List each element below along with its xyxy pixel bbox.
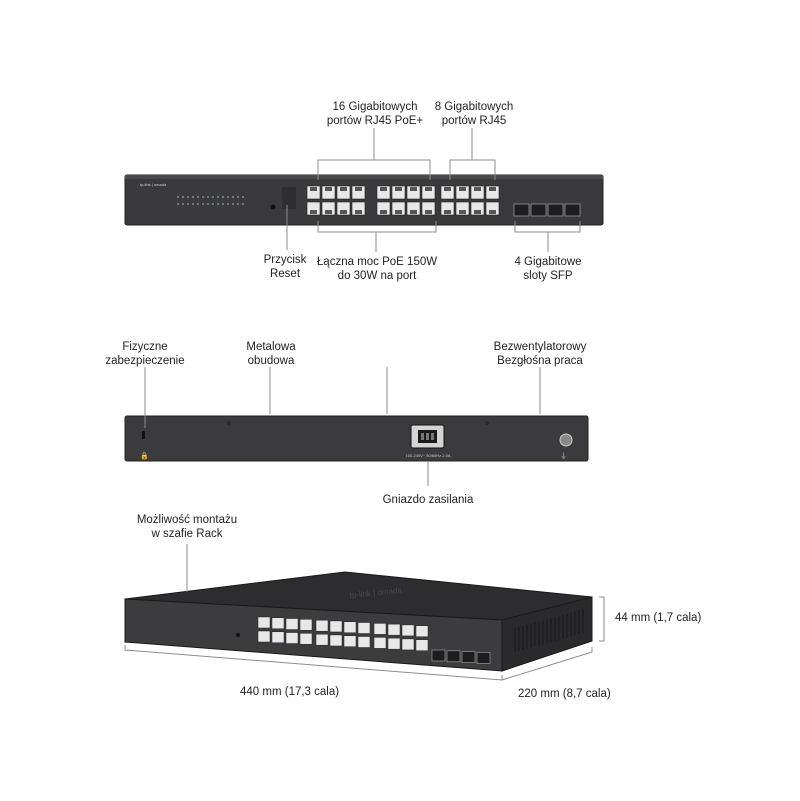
iso-port-block <box>257 616 429 651</box>
console-area <box>282 187 296 209</box>
led <box>187 203 189 205</box>
iso-rj45-port <box>285 632 299 644</box>
reset-button-hole <box>270 204 276 210</box>
iso-rj45-port <box>299 619 313 631</box>
side-vents <box>514 609 584 652</box>
iso-rj45-port <box>401 624 415 637</box>
iso-rj45-port <box>401 638 415 651</box>
ground-icon: ⏚ <box>560 452 567 460</box>
iso-dimension-lines <box>124 544 605 681</box>
iso-rj45-port <box>285 618 299 630</box>
iso-sfp-slot <box>446 650 461 663</box>
led <box>212 203 214 205</box>
label-sfp-slots: 4 Gigabitowe sloty SFP <box>514 256 582 282</box>
led <box>202 196 204 198</box>
iso-rj45-port <box>415 639 429 651</box>
iso-sfp-block <box>431 649 491 664</box>
iso-rj45-port <box>257 616 271 629</box>
switch-rear-view: 🔒 100-240V~ 50/60Hz 2.0A ⏚ <box>124 415 589 462</box>
iso-rj45-port <box>373 637 387 649</box>
label-metal-case: Metalowa obudowa <box>246 341 296 367</box>
led <box>217 203 219 205</box>
led <box>227 203 229 205</box>
iso-rj45-port <box>387 623 401 636</box>
iso-rj45-port <box>343 635 357 647</box>
power-rating-text: 100-240V~ 50/60Hz 2.0A <box>405 453 450 458</box>
led <box>217 196 219 198</box>
iso-rj45-port <box>329 620 343 633</box>
led <box>182 196 184 198</box>
dimension-width: 440 mm (17,3 cala) <box>240 686 340 698</box>
dimension-depth: 220 mm (8,7 cala) <box>518 688 611 700</box>
led <box>222 196 224 198</box>
screw <box>227 421 231 425</box>
iso-rj45-port <box>257 630 271 643</box>
led <box>242 203 244 205</box>
iso-rj45-port <box>329 634 343 647</box>
label-poe-ports: 16 Gigabitowych portów RJ45 PoE+ <box>326 101 424 127</box>
label-rack-mount: Możliwość montażu w szafie Rack <box>136 514 238 540</box>
screw <box>485 421 489 425</box>
iso-sfp-slot <box>461 651 476 663</box>
led <box>197 203 199 205</box>
sfp-slot <box>530 203 547 217</box>
iso-rj45-port <box>315 619 329 632</box>
switch-iso-view: tp-link | omada <box>124 571 593 672</box>
iso-rj45-port <box>315 633 329 646</box>
iso-rj45-port <box>271 617 285 630</box>
iso-rj45-port <box>271 631 285 644</box>
led <box>237 203 239 205</box>
label-fanless: Bezwentylatorowy Bezgłośna praca <box>493 341 587 367</box>
label-power-socket: Gniazdo zasilania <box>382 494 474 506</box>
front-leader-lines <box>286 128 581 252</box>
led <box>192 203 194 205</box>
led <box>232 203 234 205</box>
led <box>212 196 214 198</box>
sfp-slot <box>547 203 564 217</box>
iso-rj45-port <box>387 637 401 650</box>
switch-front-view: tp-link | omada <box>124 174 604 226</box>
ground-screw <box>559 433 573 447</box>
led <box>242 196 244 198</box>
sfp-slot-block <box>513 203 581 217</box>
rj45-port-block <box>306 185 500 216</box>
led <box>232 196 234 198</box>
iso-sfp-slot <box>431 649 446 662</box>
led <box>177 196 179 198</box>
iso-rj45-port <box>357 636 371 648</box>
led <box>207 196 209 198</box>
dimension-height: 44 mm (1,7 cala) <box>615 612 702 624</box>
led <box>187 196 189 198</box>
sfp-slot <box>564 203 581 217</box>
brand-logo: tp-link | omada <box>140 182 167 187</box>
led <box>207 203 209 205</box>
iso-rj45-port <box>343 621 357 633</box>
status-leds <box>177 196 244 205</box>
label-rj45-ports: 8 Gigabitowych portów RJ45 <box>434 101 514 127</box>
sfp-slot <box>513 203 530 217</box>
iso-rj45-port <box>299 633 313 645</box>
led <box>202 203 204 205</box>
lock-icon: 🔒 <box>140 452 149 460</box>
led <box>182 203 184 205</box>
iso-reset-hole <box>236 633 240 637</box>
led <box>222 203 224 205</box>
label-physical-security: Fizyczne zabezpieczenie <box>105 341 185 367</box>
led <box>237 196 239 198</box>
led <box>192 196 194 198</box>
kensington-slot <box>142 431 145 439</box>
led <box>197 196 199 198</box>
label-poe-budget: Łączna moc PoE 150W do 30W na port <box>316 256 438 282</box>
led <box>177 203 179 205</box>
iso-rj45-port <box>373 623 387 635</box>
label-reset-button: Przycisk Reset <box>263 254 307 280</box>
iso-rj45-port <box>357 622 371 634</box>
iso-sfp-slot <box>476 652 491 664</box>
iso-rj45-port <box>415 625 429 637</box>
rear-leader-lines <box>144 367 541 486</box>
led <box>227 196 229 198</box>
